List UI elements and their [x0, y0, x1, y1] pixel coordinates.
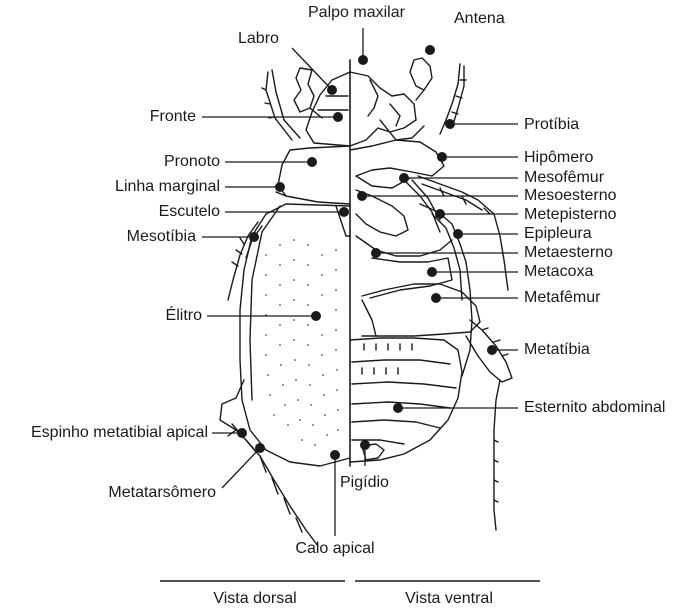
label-elitro: Élitro — [100, 307, 202, 325]
dot-linha-marginal — [275, 182, 285, 192]
label-metacoxa: Metacoxa — [524, 263, 593, 281]
dot-labro — [327, 85, 337, 95]
label-metaesterno: Metaesterno — [524, 244, 613, 262]
elytron-punctures — [265, 239, 339, 446]
dot-protibia — [445, 119, 455, 129]
label-metatarsomero: Metatarsômero — [60, 484, 216, 502]
dot-pigidio — [360, 440, 370, 450]
label-mesotibia: Mesotíbia — [80, 228, 196, 246]
head-dorsal — [306, 72, 350, 146]
label-vista-dorsal: Vista dorsal — [190, 590, 320, 608]
label-linha-marginal: Linha marginal — [60, 178, 220, 196]
label-hipomero: Hipômero — [524, 149, 593, 167]
head-ventral — [350, 72, 416, 146]
pronotum — [278, 146, 350, 204]
label-esternito-abdominal: Esternito abdominal — [524, 399, 665, 417]
label-vista-ventral: Vista ventral — [384, 590, 514, 608]
metafemur — [362, 284, 480, 336]
label-mesoesterno: Mesoesterno — [524, 187, 617, 205]
antenna-right — [410, 58, 432, 90]
label-fronte: Fronte — [100, 108, 196, 126]
label-espinho-metatibial-apical: Espinho metatibial apical — [4, 424, 208, 442]
dot-metatibia — [487, 345, 497, 355]
dot-metafemur — [431, 293, 441, 303]
dot-hipomero — [437, 152, 447, 162]
label-metepisterno: Metepisterno — [524, 206, 617, 224]
label-pigidio: Pigídio — [340, 474, 389, 492]
metacoxa — [370, 258, 452, 298]
dot-mesoesterno — [357, 191, 367, 201]
label-calo-apical: Calo apical — [270, 540, 400, 558]
dot-metepisterno — [435, 209, 445, 219]
dot-metaesterno — [371, 248, 381, 258]
hind-leg-left — [220, 380, 318, 546]
label-labro: Labro — [238, 30, 279, 48]
dot-antena — [425, 45, 435, 55]
dot-epipleura — [453, 229, 463, 239]
dot-metacoxa — [427, 267, 437, 277]
label-pronoto: Pronoto — [100, 153, 220, 171]
label-antena: Antena — [454, 10, 505, 28]
label-mesofemur: Mesofêmur — [524, 169, 604, 187]
dot-fronte — [333, 112, 343, 122]
elytron — [240, 204, 350, 466]
label-palpo-maxilar: Palpo maxilar — [308, 4, 405, 22]
antenna-left — [294, 68, 314, 112]
dot-metatarsomero — [255, 443, 265, 453]
dot-escutelo — [339, 207, 349, 217]
dot-elitro — [311, 311, 321, 321]
label-escutelo: Escutelo — [100, 203, 220, 221]
dot-mesofemur — [399, 173, 409, 183]
label-protibia: Protíbia — [524, 116, 579, 134]
hypomeron — [350, 140, 444, 176]
dot-pronoto — [307, 157, 317, 167]
dot-esternito — [393, 403, 403, 413]
foreleg-left — [266, 70, 300, 140]
label-metatibia: Metatíbia — [524, 341, 590, 359]
label-epipleura: Epipleura — [524, 225, 592, 243]
dot-espinho — [237, 428, 247, 438]
dot-palpo-maxilar — [358, 55, 368, 65]
dot-mesotibia — [249, 232, 259, 242]
label-metafemur: Metafêmur — [524, 289, 600, 307]
dot-calo-apical — [330, 450, 340, 460]
